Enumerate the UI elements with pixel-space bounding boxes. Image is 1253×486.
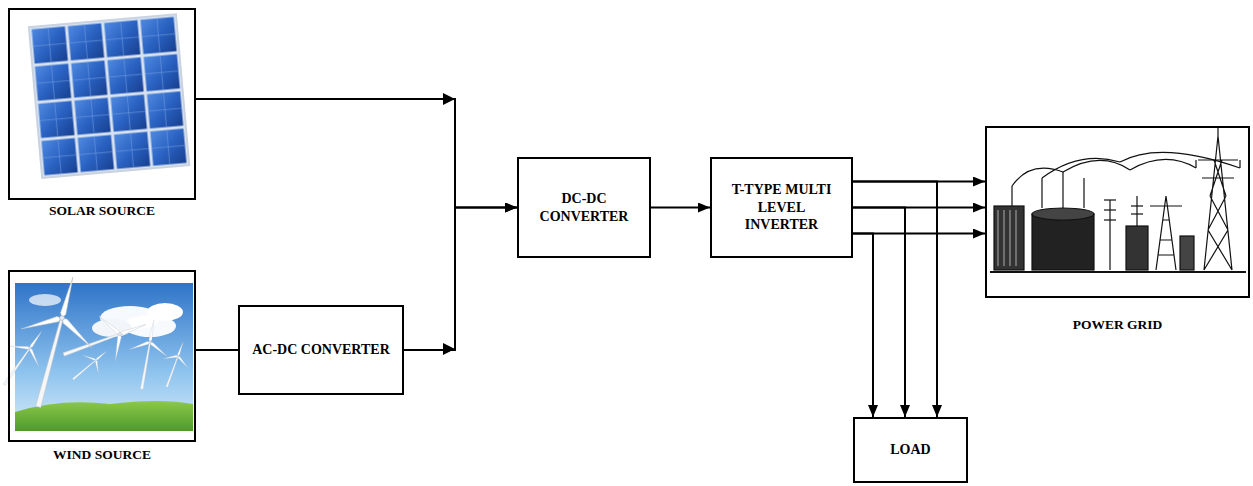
connector bbox=[196, 99, 517, 208]
converter-box: DC-DC CONVERTER bbox=[517, 157, 651, 258]
connector bbox=[404, 208, 517, 351]
power-grid-frame: POWER GRID bbox=[985, 126, 1250, 298]
connector bbox=[853, 182, 937, 418]
source-label: SOLAR SOURCE bbox=[49, 203, 155, 219]
wind-farm-picture bbox=[0, 267, 196, 431]
box-label: LOAD bbox=[890, 441, 930, 459]
connector bbox=[853, 234, 873, 418]
box-label: T-TYPE MULTI LEVEL INVERTER bbox=[720, 181, 843, 234]
power-grid-picture bbox=[990, 128, 1246, 272]
load-box: LOAD bbox=[853, 417, 968, 483]
inverter-box: T-TYPE MULTI LEVEL INVERTER bbox=[710, 157, 853, 258]
connector bbox=[651, 207, 710, 209]
box-label: AC-DC CONVERTER bbox=[252, 341, 390, 359]
solar-source-frame: SOLAR SOURCE bbox=[8, 8, 196, 200]
source-label: WIND SOURCE bbox=[53, 447, 151, 463]
wind-source-frame: WIND SOURCE bbox=[8, 270, 196, 442]
source-label: POWER GRID bbox=[1073, 317, 1163, 333]
solar-panel-picture bbox=[28, 13, 190, 179]
box-label: DC-DC CONVERTER bbox=[527, 190, 641, 225]
connector bbox=[853, 208, 905, 418]
converter-box: AC-DC CONVERTER bbox=[238, 305, 404, 395]
connector bbox=[196, 349, 238, 351]
